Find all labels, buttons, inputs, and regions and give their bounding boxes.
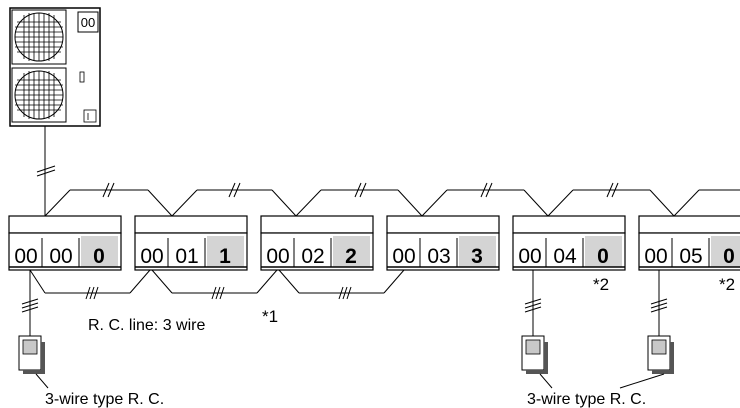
indoor-unit: 00 05 0 [638,215,740,271]
indoor-unit: 00 01 1 [134,215,248,271]
note-2-labels: *2 *2 [593,275,735,294]
rc-drops [21,270,668,336]
rc-line-wiring [29,269,405,294]
note-1-label: *1 [262,307,278,326]
unit-group-address: 0 [723,245,735,268]
remote-controller-left [18,335,49,389]
unit-indoor-number: 03 [427,245,450,268]
unit-system-number: 00 [140,245,163,268]
unit-system-number: 00 [518,245,541,268]
note-2-label: *2 [719,275,735,294]
unit-group-address: 0 [93,245,105,268]
unit-system-number: 00 [266,245,289,268]
unit-indoor-number: 04 [553,245,577,268]
remote-controller-mid [521,335,553,389]
unit-system-number: 00 [14,245,37,268]
wire-break-marks [36,165,619,198]
unit-system-number: 00 [392,245,415,268]
unit-group-address: 1 [219,245,231,268]
note-2-label: *2 [593,275,609,294]
unit-indoor-number: 01 [175,245,198,268]
remote-controller-right [619,335,674,389]
indoor-unit: 00 03 3 [386,215,500,271]
outdoor-address: 00 [81,15,95,30]
unit-system-number: 00 [644,245,667,268]
rc-type-label-right: 3-wire type R. C. [527,391,646,408]
rc-line-label: R. C. line: 3 wire [88,317,205,334]
outdoor-unit: 00 [9,7,101,127]
indoor-unit: 00 02 2 [260,215,374,271]
rc-line-break-marks [85,286,352,300]
main-wiring [44,126,740,217]
unit-group-address: 2 [345,245,357,268]
rc-type-label-left: 3-wire type R. C. [45,391,164,408]
unit-indoor-number: 00 [49,245,72,268]
unit-group-address: 3 [471,245,483,268]
unit-indoor-number: 05 [679,245,702,268]
unit-indoor-number: 02 [301,245,324,268]
indoor-unit: 00 04 0 [512,215,626,271]
unit-group-address: 0 [597,245,609,268]
